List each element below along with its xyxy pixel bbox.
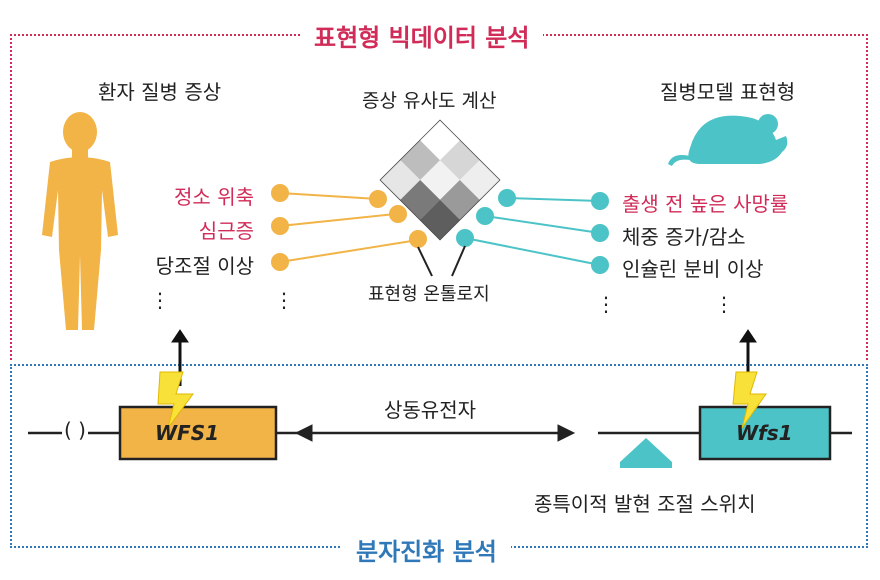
gene-parenthesis: ( ) [62, 418, 88, 442]
mouse-gene-box [698, 405, 832, 461]
human-gene-box [118, 405, 278, 461]
model-symptom-3: 인슐린 분비 이상 [622, 257, 764, 281]
mouse-icon [668, 114, 788, 166]
similarity-heading: 증상 유사도 계산 [362, 90, 497, 112]
lightning-icon [157, 371, 767, 429]
patient-symptom-2: 심근증 [198, 219, 254, 243]
model-symptom-2: 체중 증가/감소 [622, 225, 746, 249]
ontology-label: 표현형 온톨로지 [368, 284, 490, 305]
model-heading: 질병모델 표현형 [660, 80, 796, 104]
section-divider [10, 364, 868, 366]
phenotype-section-title: 표현형 빅데이터 분석 [300, 18, 544, 53]
arrow-up-icon [171, 329, 757, 386]
similarity-matrix-icon [379, 119, 501, 241]
double-arrow-icon [294, 424, 576, 442]
patient-symptom-3: 당조절 이상 [155, 254, 254, 278]
switch-label: 종특이적 발현 조절 스위치 [534, 492, 756, 516]
model-symptom-1: 출생 전 높은 사망률 [622, 192, 789, 216]
mouse-gene-label: Wfs1 [736, 421, 793, 445]
triangle-switch-icon [620, 438, 672, 468]
human-figure-icon [42, 112, 118, 330]
patient-symptom-1: 정소 위축 [174, 185, 254, 209]
human-gene-label: WFS1 [155, 421, 220, 445]
ortholog-label: 상동유전자 [384, 398, 476, 422]
model-ellipsis: ⋮ [714, 292, 734, 316]
patient-ellipsis: ⋮ [150, 288, 170, 312]
evolution-section-title: 분자진화 분석 [342, 532, 511, 567]
model-line-ellipsis: ⋮ [596, 292, 616, 316]
patient-line-ellipsis: ⋮ [274, 288, 294, 312]
patient-heading: 환자 질병 증상 [98, 80, 222, 104]
